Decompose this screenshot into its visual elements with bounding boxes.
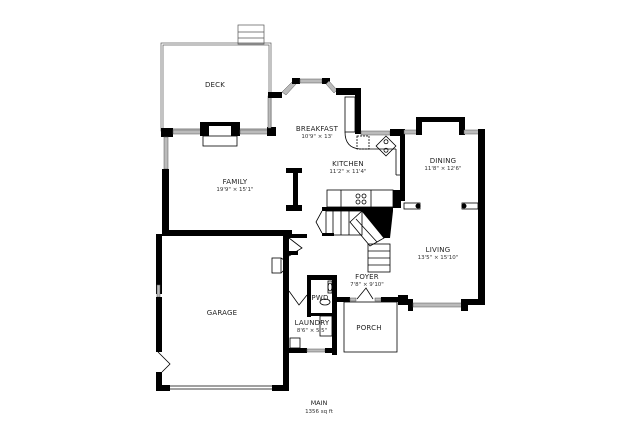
staircase [315, 189, 401, 273]
room-label-pwd: PWD [311, 294, 328, 302]
breakfast-walls [268, 78, 405, 201]
svg-text:LIVING: LIVING [426, 246, 451, 254]
svg-text:BREAKFAST: BREAKFAST [296, 125, 339, 133]
floor-caption: MAIN 1356 sq ft [305, 399, 334, 415]
svg-text:LAUNDRY: LAUNDRY [295, 319, 330, 327]
svg-text:11'2" × 11'4": 11'2" × 11'4" [329, 169, 366, 175]
room-label-laundry: LAUNDRY 8'6" × 5'5" [295, 319, 330, 334]
svg-text:FOYER: FOYER [355, 273, 379, 281]
svg-text:PWD: PWD [311, 294, 328, 302]
svg-text:GARAGE: GARAGE [207, 309, 238, 317]
garage-walls [156, 234, 289, 391]
room-label-porch: PORCH [356, 324, 381, 332]
room-label-garage: GARAGE [207, 309, 238, 317]
room-label-breakfast: BREAKFAST 10'9" × 13' [296, 125, 339, 140]
room-label-deck: DECK [205, 81, 225, 89]
svg-text:13'5" × 15'10": 13'5" × 15'10" [418, 255, 459, 261]
family-walls [161, 95, 302, 236]
svg-text:FAMILY: FAMILY [223, 178, 248, 186]
svg-text:7'8" × 9'10": 7'8" × 9'10" [350, 282, 384, 288]
deck [160, 24, 272, 132]
room-label-living: LIVING 13'5" × 15'10" [418, 246, 459, 261]
svg-text:10'9" × 13': 10'9" × 13' [301, 134, 332, 140]
svg-text:8'6" × 5'5": 8'6" × 5'5" [297, 328, 327, 334]
floor-name: MAIN [311, 399, 328, 407]
room-label-dining: DINING 11'8" × 12'6" [424, 157, 461, 172]
svg-text:PORCH: PORCH [356, 324, 381, 332]
room-label-family: FAMILY 19'9" × 15'1" [216, 178, 253, 193]
svg-text:11'8" × 12'6": 11'8" × 12'6" [424, 166, 461, 172]
svg-text:DINING: DINING [430, 157, 457, 165]
svg-text:19'9" × 15'1": 19'9" × 15'1" [216, 187, 253, 193]
room-label-kitchen: KITCHEN 11'2" × 11'4" [329, 160, 366, 175]
floor-area: 1356 sq ft [305, 409, 334, 415]
svg-text:DECK: DECK [205, 81, 225, 89]
svg-text:KITCHEN: KITCHEN [332, 160, 364, 168]
foyer-porch-walls [337, 287, 485, 353]
room-label-foyer: FOYER 7'8" × 9'10" [350, 273, 384, 288]
dining-walls [403, 117, 485, 304]
laundry-pwd-walls [288, 234, 337, 355]
